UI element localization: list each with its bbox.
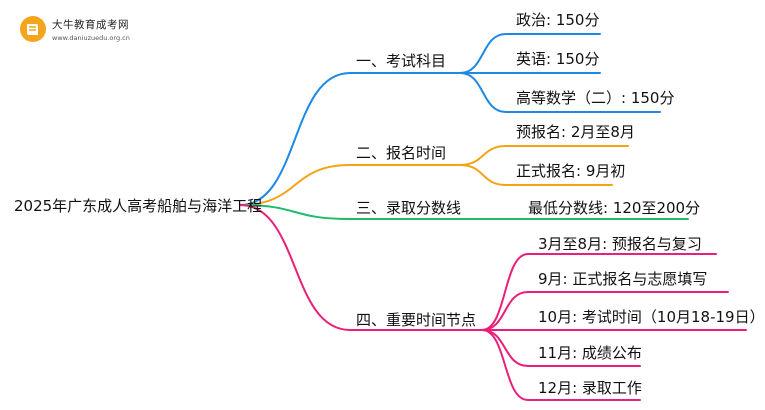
brand-logo: 大牛教育成考网 www.daniuzuedu.org.cn <box>20 14 150 48</box>
branch-connector <box>239 72 351 206</box>
leaf-sep: 9月: 正式报名与志愿填写 <box>538 270 708 288</box>
leaf-connector <box>481 291 529 331</box>
book-icon <box>20 16 46 42</box>
branch-connector <box>239 204 351 220</box>
root-topic: 2025年广东成人高考船舶与海洋工程 <box>14 197 263 215</box>
leaf-connector <box>481 253 529 331</box>
leaf-politics: 政治: 150分 <box>516 11 600 29</box>
leaf-formal-registration: 正式报名: 9月初 <box>516 162 626 180</box>
branch-label-registration: 二、报名时间 <box>356 144 447 162</box>
leaf-dec: 12月: 录取工作 <box>538 379 642 397</box>
leaf-math: 高等数学（二）: 150分 <box>516 89 675 107</box>
branch-connector <box>239 164 351 206</box>
brand-url: www.daniuzuedu.org.cn <box>52 34 130 42</box>
branch-label-cutoff: 三、录取分数线 <box>356 199 462 217</box>
leaf-connector <box>481 329 529 401</box>
branch-label-subjects: 一、考试科目 <box>356 52 447 70</box>
leaf-connector <box>459 72 507 113</box>
leaf-english: 英语: 150分 <box>516 50 600 68</box>
branch-label-timeline: 四、重要时间节点 <box>356 311 477 329</box>
leaf-min-score: 最低分数线: 120至200分 <box>528 199 701 217</box>
leaf-pre-registration: 预报名: 2月至8月 <box>516 123 635 141</box>
branch-connector <box>239 204 351 331</box>
leaf-nov: 11月: 成绩公布 <box>538 344 642 362</box>
brand-name: 大牛教育成考网 <box>52 19 129 31</box>
leaf-connector <box>459 33 507 74</box>
leaf-mar-aug: 3月至8月: 预报名与复习 <box>538 235 702 253</box>
leaf-oct: 10月: 考试时间（10月18-19日） <box>538 308 765 326</box>
leaf-connector <box>459 145 507 166</box>
leaf-connector <box>459 164 507 186</box>
leaf-connector <box>481 329 529 367</box>
